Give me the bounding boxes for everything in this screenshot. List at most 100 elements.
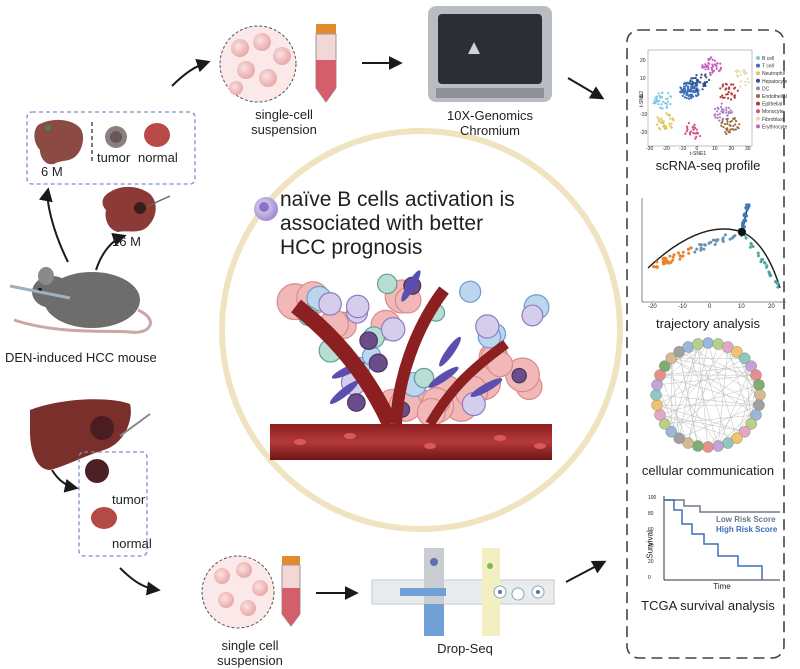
tsne-point bbox=[722, 111, 725, 114]
tsne-point bbox=[721, 83, 725, 86]
cell-type-node bbox=[692, 338, 704, 350]
tme-cell bbox=[359, 331, 378, 350]
survival-ytick: 100 bbox=[648, 495, 657, 501]
tsne-point bbox=[721, 85, 724, 88]
tsne-ytick: 0 bbox=[640, 94, 643, 100]
tsne-point bbox=[694, 94, 698, 97]
tsne-point bbox=[736, 89, 739, 92]
cell-type-node bbox=[731, 432, 743, 444]
tsne-point bbox=[733, 86, 737, 89]
tsne-point bbox=[683, 87, 686, 91]
tsne-point bbox=[686, 92, 689, 95]
tme-cell bbox=[347, 393, 366, 412]
tsne-point bbox=[682, 82, 686, 85]
tsne-point bbox=[727, 90, 730, 94]
tme-cell bbox=[368, 353, 388, 373]
label-tumor-mouse: tumor bbox=[97, 150, 131, 165]
tsne-point bbox=[694, 84, 698, 87]
liver-6m-icon bbox=[34, 119, 84, 165]
trajectory-point bbox=[679, 254, 683, 258]
tsne-point bbox=[689, 87, 693, 90]
tsne-point bbox=[718, 69, 721, 73]
title-line-1: naïve B cells activation is bbox=[280, 188, 515, 211]
tsne-point bbox=[728, 87, 731, 90]
tsne-point bbox=[718, 119, 721, 122]
tsne-point bbox=[736, 69, 739, 72]
tsne-point bbox=[716, 106, 719, 109]
communication-edge bbox=[736, 375, 757, 439]
tsne-point bbox=[695, 88, 698, 91]
tsne-point bbox=[704, 68, 707, 71]
tsne-point bbox=[738, 123, 741, 126]
cell-type-node bbox=[651, 399, 663, 411]
tsne-point bbox=[729, 109, 732, 112]
tsne-xaxis-label: t-SNE1 bbox=[690, 151, 707, 157]
survival-xaxis-label: Time bbox=[713, 582, 731, 591]
tsne-point bbox=[707, 57, 710, 61]
tsne-point bbox=[702, 65, 706, 69]
tsne-point bbox=[719, 87, 722, 90]
tsne-point bbox=[689, 82, 693, 86]
tme-cell bbox=[521, 304, 544, 327]
cell-type-node bbox=[651, 379, 663, 391]
fibroblast-cell bbox=[329, 380, 359, 405]
cell-type-node bbox=[654, 369, 666, 381]
trajectory-point bbox=[776, 285, 780, 289]
cell-type-node bbox=[659, 418, 671, 430]
trajectory-point bbox=[681, 250, 685, 254]
survival-ytick: 60 bbox=[648, 527, 654, 533]
tsne-point bbox=[666, 97, 669, 100]
trajectory-point bbox=[743, 212, 747, 216]
tsne-point bbox=[726, 114, 729, 117]
communication-edge bbox=[744, 358, 752, 424]
tsne-point bbox=[726, 93, 729, 96]
cell-type-node bbox=[654, 409, 666, 421]
trajectory-point bbox=[742, 219, 746, 223]
fibroblast-cell bbox=[428, 366, 459, 388]
communication-edge bbox=[659, 374, 760, 406]
tsne-point bbox=[734, 123, 737, 126]
tsne-point bbox=[691, 93, 694, 96]
tsne-point bbox=[726, 97, 730, 100]
tsne-point bbox=[671, 117, 675, 120]
tsne-point bbox=[704, 63, 707, 66]
cell-type-node bbox=[739, 426, 751, 438]
tsne-ytick: 20 bbox=[640, 58, 646, 64]
tsne-point bbox=[715, 67, 718, 70]
communication-edge bbox=[659, 414, 737, 439]
tsne-ytick: 10 bbox=[640, 76, 646, 82]
trajectory-point bbox=[763, 261, 767, 265]
tsne-point bbox=[660, 91, 663, 94]
communication-edge bbox=[678, 404, 760, 439]
tsne-xtick: 0 bbox=[695, 146, 699, 152]
tsne-point bbox=[657, 92, 660, 95]
label-suspension-bottom-1: single cell bbox=[221, 638, 279, 653]
tsne-point bbox=[685, 84, 688, 87]
tsne-point bbox=[733, 96, 736, 99]
tsne-point bbox=[668, 122, 671, 125]
tsne-point bbox=[654, 100, 657, 103]
tsne-point bbox=[729, 120, 732, 123]
human-sample-box bbox=[78, 451, 148, 557]
tsne-point bbox=[744, 80, 747, 83]
tsne-point bbox=[670, 126, 673, 129]
tsne-point bbox=[707, 68, 710, 71]
trajectory-point bbox=[652, 265, 656, 269]
tsne-point bbox=[655, 95, 659, 98]
trajectory-point bbox=[661, 256, 665, 260]
mouse-age-box bbox=[26, 111, 196, 185]
cell-type-node bbox=[682, 437, 694, 449]
trajectory-point bbox=[748, 245, 752, 249]
tsne-point bbox=[720, 110, 723, 113]
tsne-point bbox=[655, 97, 658, 100]
cell-type-node bbox=[750, 369, 762, 381]
trajectory-point bbox=[714, 239, 718, 243]
tsne-point bbox=[729, 128, 732, 131]
tsne-point bbox=[725, 83, 728, 86]
trajectory-point bbox=[728, 237, 732, 241]
tsne-point bbox=[720, 105, 723, 109]
tsne-point bbox=[718, 116, 722, 119]
tsne-point bbox=[657, 103, 660, 106]
tsne-point bbox=[743, 72, 746, 75]
